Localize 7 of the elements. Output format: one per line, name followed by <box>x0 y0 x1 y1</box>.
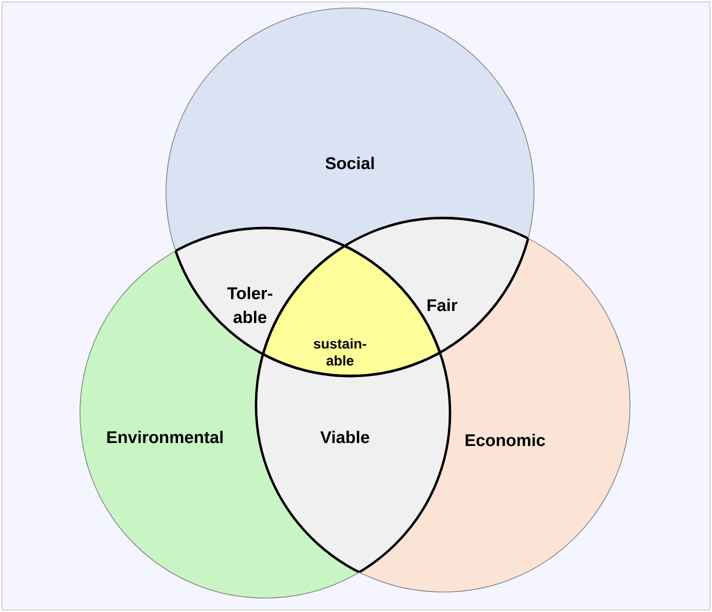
circle-label: Economic <box>466 434 545 446</box>
region-label: Fair <box>428 298 458 312</box>
region-label: sustain- able <box>314 338 366 366</box>
region-label: Toler- able <box>227 286 272 324</box>
circle-label: Environmental <box>107 430 223 444</box>
circle-label: Social <box>326 156 374 170</box>
region-label: Viable <box>320 430 370 444</box>
